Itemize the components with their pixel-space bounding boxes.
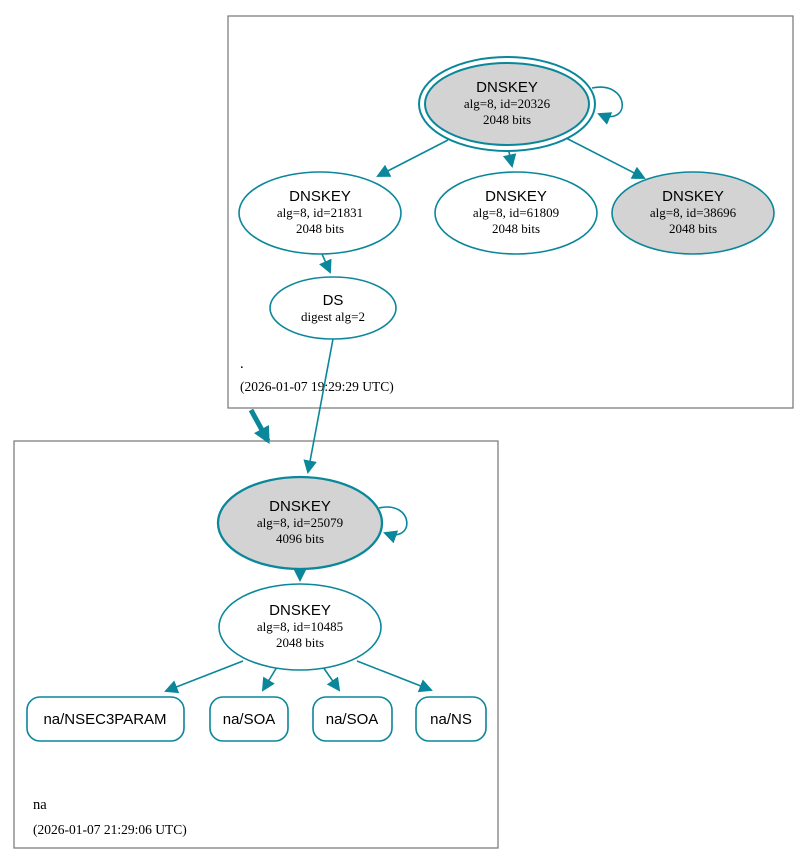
edge-10485-to-soa2 — [322, 666, 341, 692]
edge-20326-self-signature — [591, 86, 623, 125]
rrset-nsec3param-label: na/NSEC3PARAM — [43, 711, 166, 728]
edge-10485-to-nsec3param — [164, 660, 244, 694]
zone-na-timestamp: (2026-01-07 21:29:06 UTC) — [33, 822, 187, 837]
dnskey-25079-bits: 4096 bits — [276, 531, 324, 546]
edge-20326-to-61809 — [502, 151, 517, 168]
edge-ds-to-25079 — [303, 338, 334, 475]
dnskey-20326-bits: 2048 bits — [483, 112, 531, 127]
zone-na-label: na — [33, 797, 47, 813]
dnskey-10485-title: DNSKEY — [269, 602, 331, 619]
dnskey-38696-detail: alg=8, id=38696 — [650, 205, 737, 220]
rrset-ns-label: na/NS — [430, 711, 472, 728]
zone-box-root — [227, 15, 794, 409]
dnskey-21831-title: DNSKEY — [289, 188, 351, 205]
edge-10485-to-ns — [356, 660, 433, 693]
dnskey-21831-bits: 2048 bits — [296, 221, 344, 236]
dnskey-10485-node[interactable]: DNSKEY alg=8, id=10485 2048 bits — [218, 583, 382, 671]
dnskey-20326-detail: alg=8, id=20326 — [464, 96, 551, 111]
dnskey-10485-bits: 2048 bits — [276, 635, 324, 650]
dnskey-25079-detail: alg=8, id=25079 — [257, 515, 343, 530]
dnskey-61809-title: DNSKEY — [485, 188, 547, 205]
dnskey-10485-detail: alg=8, id=10485 — [257, 619, 343, 634]
edge-25079-self-signature — [378, 506, 408, 544]
rrset-soa2-node[interactable]: na/SOA — [312, 696, 393, 742]
dnskey-20326-title: DNSKEY — [476, 79, 538, 96]
dnskey-61809-bits: 2048 bits — [492, 221, 540, 236]
zone-root-timestamp: (2026-01-07 19:29:29 UTC) — [240, 379, 394, 394]
edge-21831-to-ds — [319, 253, 332, 274]
rrset-nsec3param-node[interactable]: na/NSEC3PARAM — [26, 696, 185, 742]
rrset-soa1-node[interactable]: na/SOA — [209, 696, 289, 742]
dnskey-61809-node[interactable]: DNSKEY alg=8, id=61809 2048 bits — [434, 171, 598, 255]
ds-node[interactable]: DS digest alg=2 — [269, 276, 397, 340]
rrset-soa1-label: na/SOA — [223, 711, 276, 728]
ds-detail: digest alg=2 — [301, 309, 365, 324]
dnskey-38696-title: DNSKEY — [662, 188, 724, 205]
dnskey-25079-node[interactable]: DNSKEY alg=8, id=25079 4096 bits — [216, 475, 384, 571]
edge-10485-to-soa1 — [261, 666, 278, 692]
dnskey-38696-bits: 2048 bits — [669, 221, 717, 236]
dnskey-38696-node[interactable]: DNSKEY alg=8, id=38696 2048 bits — [611, 171, 775, 255]
dnskey-20326-node[interactable]: DNSKEY alg=8, id=20326 2048 bits — [418, 56, 596, 152]
dnskey-61809-detail: alg=8, id=61809 — [473, 205, 559, 220]
edge-20326-to-21831 — [376, 139, 449, 177]
dnskey-21831-node[interactable]: DNSKEY alg=8, id=21831 2048 bits — [238, 171, 402, 255]
edge-20326-to-38696 — [565, 137, 646, 179]
dnskey-25079-title: DNSKEY — [269, 498, 331, 515]
ds-title: DS — [323, 292, 344, 309]
edge-zone-delegation-arrow — [248, 408, 271, 444]
rrset-soa2-label: na/SOA — [326, 711, 379, 728]
dnskey-21831-detail: alg=8, id=21831 — [277, 205, 363, 220]
rrset-ns-node[interactable]: na/NS — [415, 696, 487, 742]
zone-root-label: . — [240, 356, 244, 372]
